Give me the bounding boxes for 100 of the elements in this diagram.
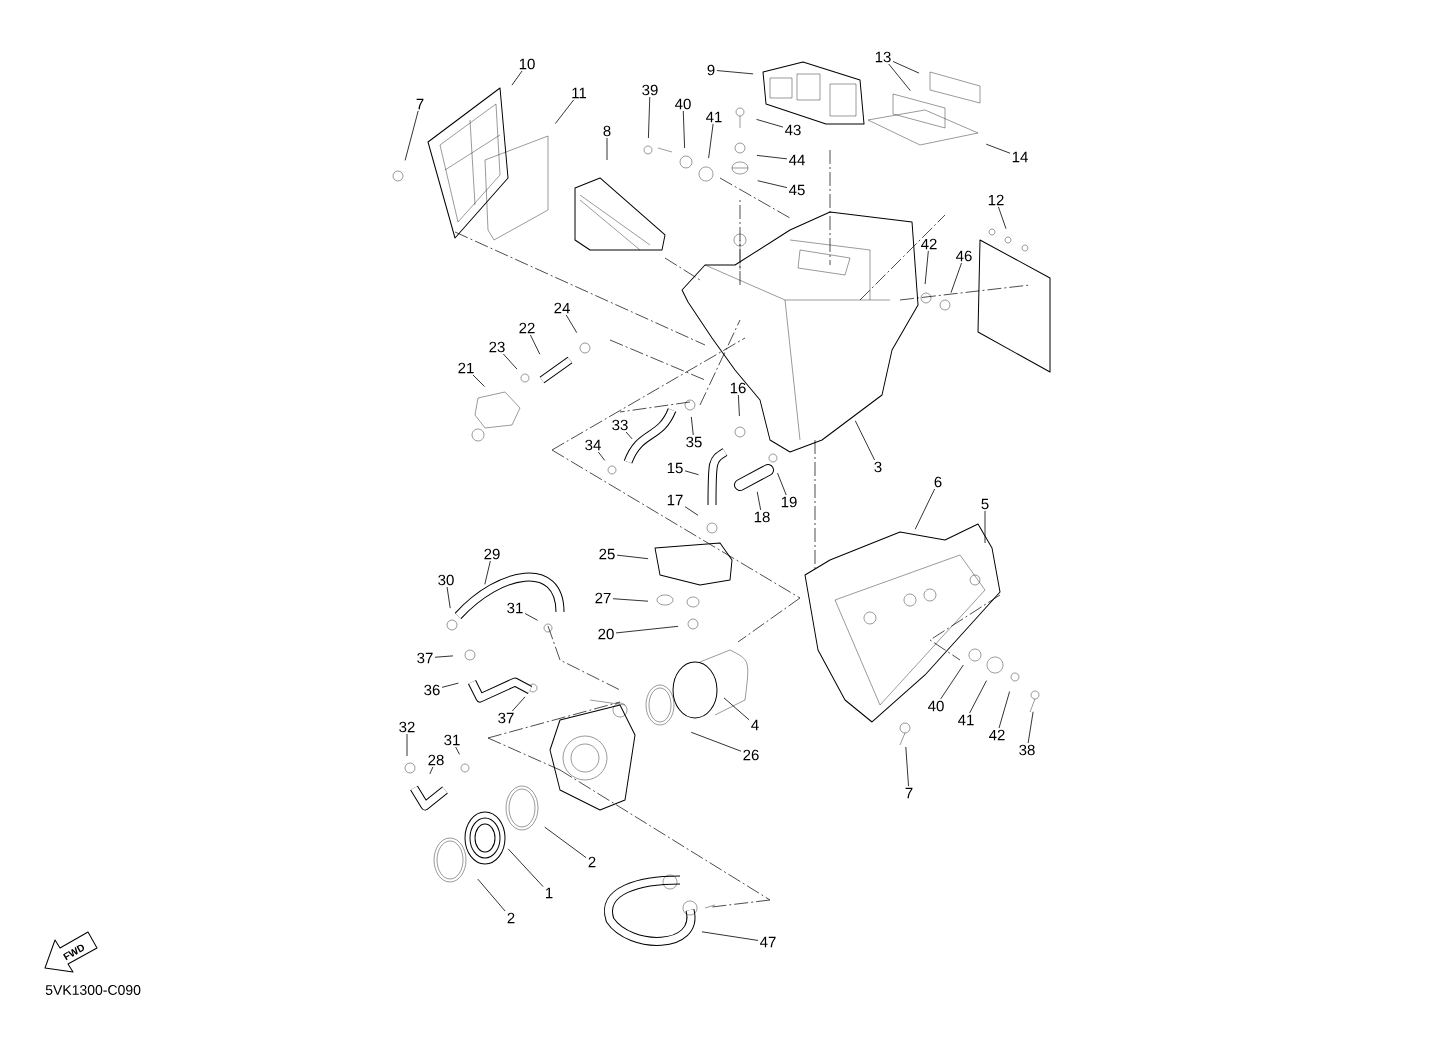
leader-line (969, 680, 987, 714)
callout-number: 20 (598, 628, 614, 640)
callout-number: 8 (603, 125, 611, 137)
leader-line (615, 625, 679, 634)
leader-line (565, 314, 578, 334)
callout-number: 5 (981, 498, 989, 510)
leader-line (940, 664, 964, 700)
callout-number: 25 (599, 548, 615, 560)
callout-number: 33 (612, 419, 628, 431)
leader-line (914, 488, 936, 530)
callout-number: 22 (519, 322, 535, 334)
leader-line (716, 70, 754, 75)
callout-number: 35 (686, 436, 702, 448)
leader-line (1027, 711, 1034, 744)
leader-line (924, 250, 929, 285)
leader-line (484, 560, 491, 585)
callout-number: 45 (789, 184, 805, 196)
callout-number: 6 (934, 476, 942, 488)
callout-number: 18 (754, 511, 770, 523)
callout-number: 29 (484, 548, 500, 560)
callout-number: 14 (1012, 151, 1028, 163)
callout-number: 7 (905, 787, 913, 799)
callout-number: 15 (667, 462, 683, 474)
leader-line (612, 598, 649, 602)
callout-number: 42 (989, 729, 1005, 741)
leader-line (477, 878, 506, 912)
leader-line (690, 731, 742, 752)
leader-line (998, 206, 1007, 230)
callout-number: 2 (588, 856, 596, 868)
leader-line (406, 733, 408, 757)
callout-number: 37 (417, 652, 433, 664)
callout-number: 13 (875, 51, 891, 63)
leader-line (555, 99, 575, 124)
callout-number: 3 (874, 461, 882, 473)
leader-line (404, 110, 419, 161)
callout-number: 31 (507, 602, 523, 614)
leader-line (530, 334, 541, 355)
callout-number: 26 (743, 749, 759, 761)
leader-line (756, 119, 784, 128)
leader-line (998, 691, 1010, 729)
callout-number: 42 (921, 238, 937, 250)
callout-number: 37 (498, 712, 514, 724)
leader-line (984, 510, 986, 544)
callout-number: 16 (730, 382, 746, 394)
callout-number: 36 (424, 684, 440, 696)
leader-line (472, 374, 485, 387)
part-code-label: 5VK1300-C090 (45, 985, 141, 995)
leader-line (511, 696, 526, 712)
leader-line (455, 746, 460, 755)
callout-number: 40 (928, 700, 944, 712)
leader-line (682, 110, 685, 149)
leader-line (507, 848, 544, 888)
leader-line (985, 143, 1011, 154)
callout-number: 28 (428, 754, 444, 766)
leader-line (597, 451, 606, 461)
callout-number: 38 (1019, 744, 1035, 756)
leader-line (708, 123, 714, 159)
callout-number: 2 (507, 912, 515, 924)
callout-number: 11 (572, 87, 587, 99)
callout-number: 32 (399, 721, 415, 733)
callout-number: 7 (416, 98, 424, 110)
leader-line (690, 416, 694, 436)
leader-line (701, 931, 759, 941)
leader-line (502, 353, 518, 370)
leader-line (684, 506, 699, 516)
callout-number: 23 (489, 341, 505, 353)
leader-line (777, 472, 787, 496)
leader-line (441, 682, 459, 688)
callout-number: 40 (675, 98, 691, 110)
leader-line (616, 554, 649, 560)
leader-line (756, 491, 762, 511)
callout-number: 41 (706, 111, 722, 123)
callout-number: 9 (707, 64, 715, 76)
leader-line (854, 420, 875, 461)
leader-line (625, 431, 633, 440)
callout-number: 44 (789, 154, 805, 166)
callout-number: 24 (554, 302, 570, 314)
callout-number: 4 (751, 719, 759, 731)
leader-line (905, 746, 909, 787)
leader-line (950, 262, 962, 294)
callout-number: 31 (444, 734, 460, 746)
callout-number: 21 (458, 362, 474, 374)
callout-number: 30 (438, 574, 454, 586)
callout-number: 27 (595, 592, 611, 604)
callout-number: 41 (958, 714, 974, 726)
leader-line (429, 766, 434, 775)
leader-line (892, 61, 920, 74)
leader-line (446, 586, 451, 609)
leader-line (888, 63, 911, 92)
leader-line (511, 70, 523, 86)
callout-number: 12 (988, 194, 1004, 206)
leader-line (684, 470, 699, 476)
callout-number: 47 (760, 936, 776, 948)
callout-number: 10 (519, 58, 535, 70)
leader-line (524, 613, 538, 621)
callout-number: 17 (667, 494, 683, 506)
leader-line (648, 96, 651, 139)
leader-line (434, 655, 454, 658)
leader-line (757, 180, 788, 188)
leader-line (544, 826, 587, 859)
